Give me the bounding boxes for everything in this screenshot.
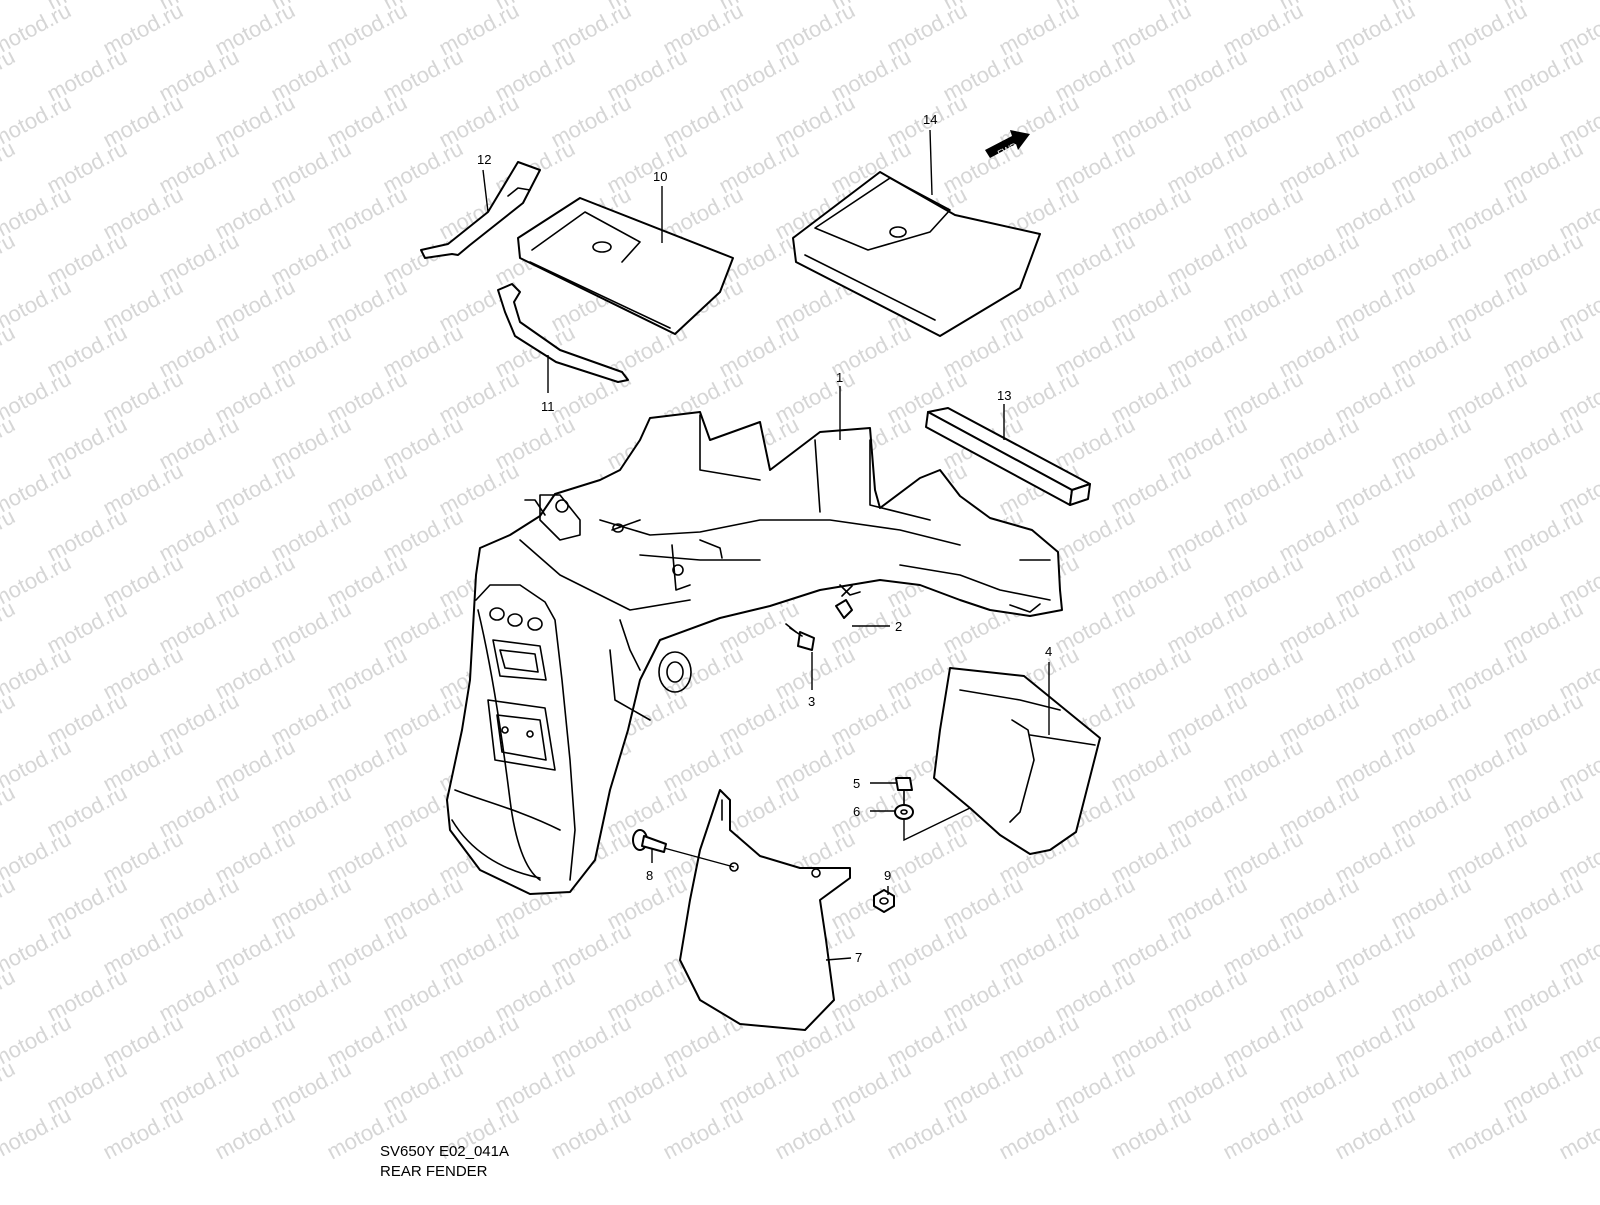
- watermark-text: motod.ru: [211, 1102, 299, 1165]
- callout-numbers: 12 10 11 14 1 13 2 3 4 5 6 8 9 7: [477, 112, 1052, 965]
- callout-11: 11: [541, 399, 555, 414]
- callout-12: 12: [477, 152, 491, 167]
- callout-1: 1: [836, 370, 843, 385]
- part-inner-guard: [933, 667, 1101, 855]
- watermark-text: motod.ru: [0, 780, 19, 843]
- watermark-text: motod.ru: [659, 1102, 747, 1165]
- part-washer-6: [894, 804, 914, 820]
- watermark-text: motod.ru: [0, 320, 19, 383]
- leader-8: [663, 847, 735, 868]
- part-bolt-5: [895, 777, 913, 805]
- watermark-text: motod.ru: [1219, 1102, 1307, 1165]
- part-nut-9: [873, 889, 895, 913]
- part-mudguard: [679, 789, 851, 1031]
- callout-2: 2: [895, 619, 902, 634]
- watermark-text: motod.ru: [0, 1056, 19, 1119]
- callout-8: 8: [646, 868, 653, 883]
- part-foam-block: [925, 407, 1091, 506]
- callout-13: 13: [997, 388, 1011, 403]
- callout-14: 14: [923, 112, 937, 127]
- watermark-text: motod.ru: [0, 458, 75, 521]
- watermark-text: motod.ru: [0, 90, 75, 153]
- callout-4: 4: [1045, 644, 1052, 659]
- watermark-text: motod.ru: [0, 0, 19, 14]
- watermark-text: motod.ru: [0, 182, 75, 245]
- watermark-text: motod.ru: [0, 1102, 75, 1165]
- diagram-title: REAR FENDER: [380, 1163, 488, 1180]
- watermark-text: motod.ru: [995, 1102, 1083, 1165]
- callout-7: 7: [855, 950, 862, 965]
- watermark-text: motod.ru: [0, 872, 19, 935]
- watermark-text: motod.ru: [0, 642, 75, 705]
- watermark-text: motod.ru: [0, 826, 75, 889]
- watermark-text: motod.ru: [99, 1102, 187, 1165]
- watermark-text: motod.ru: [0, 596, 19, 659]
- callout-6: 6: [853, 804, 860, 819]
- callout-10: 10: [653, 169, 667, 184]
- watermark-text: motod.ru: [0, 44, 19, 107]
- watermark-text: motod.ru: [0, 412, 19, 475]
- watermark-text: motod.ru: [0, 274, 75, 337]
- watermark-text: motod.ru: [0, 136, 19, 199]
- watermark-text: motod.ru: [0, 366, 75, 429]
- watermark-text: motod.ru: [0, 688, 19, 751]
- part-strap: [420, 161, 541, 259]
- watermark-text: motod.ru: [0, 228, 19, 291]
- part-tool-bag: [517, 197, 734, 335]
- watermark-text: motod.ru: [0, 734, 75, 797]
- leader-5-6: [903, 807, 971, 842]
- callout-5: 5: [853, 776, 860, 791]
- watermark-text: motod.ru: [1107, 1102, 1195, 1165]
- leader-lines: [482, 129, 1050, 961]
- part-bolt-2: [835, 585, 853, 619]
- watermark-text: motod.ru: [1555, 1102, 1600, 1165]
- watermark-text: motod.ru: [547, 1102, 635, 1165]
- watermark-text: motod.ru: [0, 504, 19, 567]
- watermark-text: motod.ru: [0, 550, 75, 613]
- part-screw-8: [632, 829, 667, 853]
- part-bolt-3: [785, 623, 815, 651]
- watermark-text: motod.ru: [0, 1010, 75, 1073]
- part-bag: [792, 171, 1041, 337]
- watermark-text: motod.ru: [0, 918, 75, 981]
- watermark-text: motod.ru: [0, 964, 19, 1027]
- part-rear-fender: [446, 411, 1063, 895]
- watermark-text: motod.ru: [883, 1102, 971, 1165]
- watermark-text: motod.ru: [1331, 1102, 1419, 1165]
- watermark-text: motod.ru: [771, 1102, 859, 1165]
- watermark-text: motod.ru: [1443, 1102, 1531, 1165]
- callout-9: 9: [884, 868, 891, 883]
- diagram-code: SV650Y E02_041A: [380, 1143, 510, 1160]
- part-hook-wrench: [497, 283, 629, 383]
- callout-3: 3: [808, 694, 815, 709]
